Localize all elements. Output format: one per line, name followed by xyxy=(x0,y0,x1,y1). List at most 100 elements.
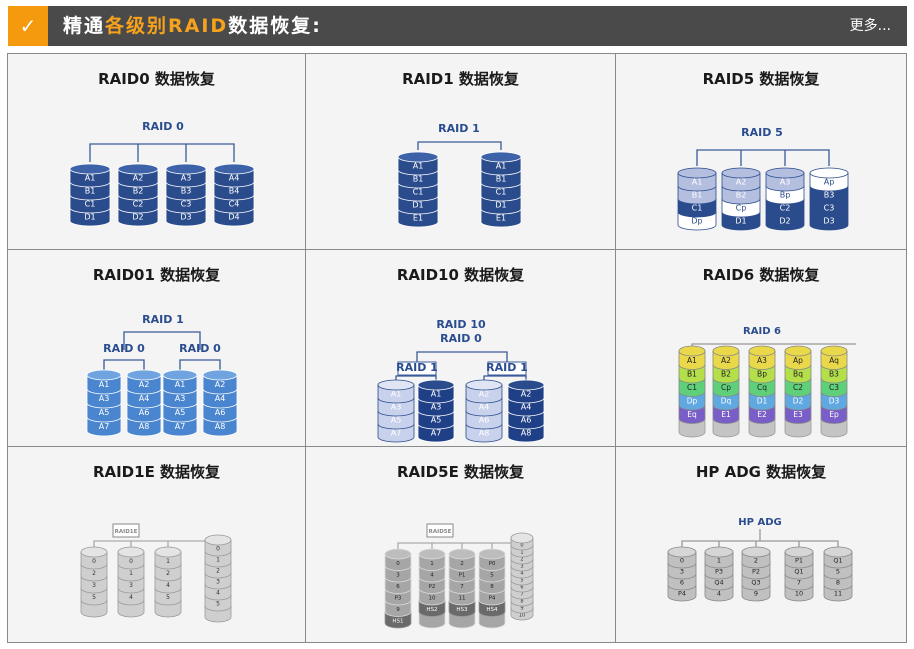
disk-segment-label: 1 xyxy=(129,570,133,577)
disk-segment-label: A5 xyxy=(391,416,402,425)
disk-segment-label: A2 xyxy=(721,356,731,365)
disk-segment-label: Q4 xyxy=(714,579,723,587)
disk-segment-label: E3 xyxy=(793,410,803,419)
disk-segment-label: 1 xyxy=(520,550,523,556)
connector-line xyxy=(395,375,437,382)
disk-segment-label: 4 xyxy=(166,582,170,589)
disk-segment-label: C1 xyxy=(496,188,507,197)
disk-segment-label: C4 xyxy=(229,200,240,209)
disk-cap xyxy=(820,345,848,357)
disk-segment-label: A4 xyxy=(521,403,532,412)
card-title: RAID10 数据恢复 xyxy=(396,266,525,284)
disk-cap xyxy=(478,548,506,560)
disk-segment-label: C3 xyxy=(824,204,835,213)
disk-cap xyxy=(165,163,207,175)
disk-segment-label: D1 xyxy=(757,396,768,405)
disk-cap xyxy=(213,163,255,175)
disk-segment-label: Cq xyxy=(757,383,767,392)
disk-segment-label: A1 xyxy=(391,390,402,399)
card-title: RAID1 数据恢复 xyxy=(402,70,519,88)
disk-segment-label: 4 xyxy=(129,594,133,601)
disk-segment-label: D3 xyxy=(823,217,834,226)
disk-segment-label: A1 xyxy=(692,178,703,187)
title-highlight: 各级别RAID xyxy=(105,15,229,37)
disk-segment-label: D3 xyxy=(829,396,840,405)
disk-segment-label: Bp xyxy=(780,191,791,200)
disk-segment-label: 9 xyxy=(520,606,523,612)
disk-segment-label: 2 xyxy=(520,557,523,563)
disk-cap xyxy=(377,379,415,391)
disk-segment-label: 6 xyxy=(520,585,523,591)
disk-segment-label: 10 xyxy=(795,590,803,598)
disk-segment-label: C2 xyxy=(133,200,144,209)
raid-label: RAID 6 xyxy=(743,326,781,337)
disk-segment-label: Cp xyxy=(721,383,731,392)
disk-segment-label: C3 xyxy=(181,200,192,209)
disk-segment-label: B3 xyxy=(829,369,839,378)
card-title: RAID5 数据恢复 xyxy=(702,70,820,88)
label-box xyxy=(487,361,527,376)
disk-cap xyxy=(704,546,734,558)
raid-label: RAID 1 xyxy=(438,122,480,135)
disk-segment-label: B2 xyxy=(736,191,747,200)
disk-segment-label: 3 xyxy=(92,582,96,589)
section-header: ✓ 精通各级别RAID数据恢复: 更多... xyxy=(8,6,907,46)
disk-segment-label: A6 xyxy=(521,416,532,425)
disk-cap xyxy=(80,546,108,558)
disk-segment-label: 5 xyxy=(216,601,220,608)
disk-segment-label: 7 xyxy=(460,584,464,590)
disk-segment-label: A1 xyxy=(175,380,186,389)
disk-segment-label: 4 xyxy=(216,590,220,597)
disk-segment-label: C1 xyxy=(687,383,697,392)
disk-segment-label: Aq xyxy=(829,356,839,365)
label-box xyxy=(426,523,454,538)
disk-segment-label: A5 xyxy=(431,416,442,425)
disk-segment-label: D2 xyxy=(132,213,143,222)
disk-segment-label: C3 xyxy=(829,383,839,392)
disk-segment-label: A4 xyxy=(215,394,226,403)
disk-segment-label: A2 xyxy=(521,390,532,399)
disk-segment-label: A6 xyxy=(479,416,490,425)
disk-segment-label: Bp xyxy=(757,369,767,378)
disk-segment-label: Dq xyxy=(721,396,732,405)
disk-segment-label: 10 xyxy=(519,613,525,619)
disk-segment-label: A8 xyxy=(479,429,490,438)
disk-segment-label: E1 xyxy=(413,214,423,223)
disk-segment-label: A4 xyxy=(479,403,490,412)
more-link[interactable]: 更多... xyxy=(849,18,891,34)
disk-segment-label: 9 xyxy=(754,590,758,598)
raid5e-diagram: RAID5EHS19P3630HS210P241HS3117P12HS4P485… xyxy=(384,523,534,629)
disk-segment-label: Cp xyxy=(736,204,747,213)
connector-line xyxy=(696,149,830,166)
connector-line xyxy=(179,359,221,370)
disk-cap xyxy=(86,369,122,381)
raid-label: RAID 0 xyxy=(440,332,482,345)
disk-segment-label: 3 xyxy=(396,572,400,578)
disk-segment-label: C1 xyxy=(85,200,96,209)
raid-label: RAID 1 xyxy=(142,313,184,326)
disk-segment-label: D4 xyxy=(228,213,239,222)
disk-segment-label: Bq xyxy=(793,369,803,378)
disk-segment-label: Dp xyxy=(691,217,702,226)
disk-cap xyxy=(677,167,717,179)
disk-segment-label: 0 xyxy=(216,546,220,553)
disk-segment-label: 4 xyxy=(430,572,434,578)
card-title: RAID6 数据恢复 xyxy=(702,266,820,284)
disk-segment-label: Eq xyxy=(687,410,697,419)
raid-label: RAID 10 xyxy=(436,318,486,331)
disk-segment-label: D2 xyxy=(779,217,790,226)
connector-line xyxy=(123,331,201,350)
disk-segment-label: A4 xyxy=(229,174,240,183)
disk-segment-label: HS2 xyxy=(426,607,437,613)
